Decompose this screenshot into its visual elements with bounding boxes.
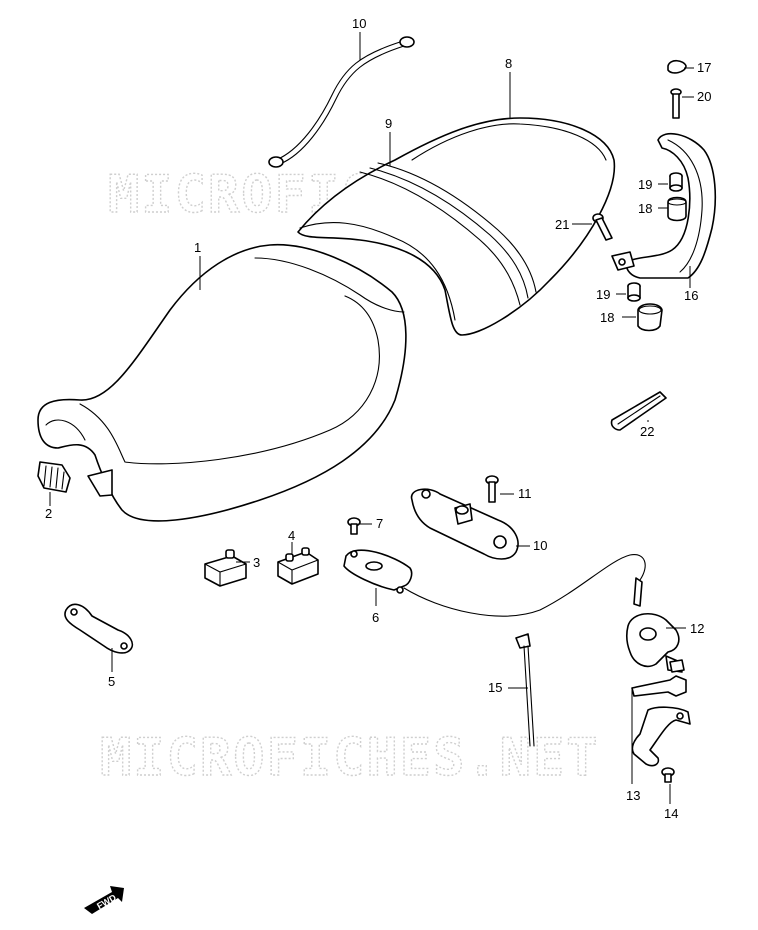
callout-7: 7 [376,516,383,531]
cushion-4 [277,547,319,585]
cap-17 [667,59,687,74]
bolt-20 [670,88,682,119]
key [631,659,687,697]
callout-9: 9 [385,116,392,131]
leader-lines [49,32,694,804]
callout-12: 12 [690,621,704,636]
callout-20: 20 [697,89,711,104]
screw-14 [661,767,675,783]
seat-bracket [64,603,134,654]
watermark-bottom: MICROFICHES.NET [100,728,600,788]
callout-19-top: 19 [638,177,652,192]
collar-19-bottom [627,282,641,302]
callout-1: 1 [194,240,201,255]
callout-21: 21 [555,217,569,232]
grommet-18-bottom [637,303,663,332]
forward-arrow-icon: FWD [84,886,124,914]
callout-4: 4 [288,528,295,543]
cushion-3 [204,549,247,587]
seat-tab [37,461,71,493]
callout-18-bottom: 18 [600,310,614,325]
callout-18-top: 18 [638,201,652,216]
callout-16: 16 [684,288,698,303]
pillion-seat [297,117,616,336]
ground-strap [268,36,415,168]
callout-22: 22 [640,424,654,439]
collar-19-top [669,172,683,192]
lock-bracket [410,488,519,560]
grommet-18-top [667,196,687,222]
bolt-11 [485,475,499,503]
callout-8: 8 [505,56,512,71]
callout-3: 3 [253,555,260,570]
seat-lock [343,549,646,617]
rider-seat [37,243,407,522]
callout-19-bottom: 19 [596,287,610,302]
callout-5: 5 [108,674,115,689]
screw-7 [347,517,361,535]
callout-13: 13 [626,788,640,803]
seat-strap [610,391,667,431]
callout-10-middle: 10 [533,538,547,553]
grab-rail [611,132,717,279]
bolt-21 [592,213,613,241]
callout-10-top: 10 [352,16,366,31]
callout-2: 2 [45,506,52,521]
callout-6: 6 [372,610,379,625]
cable-tie [515,633,535,747]
hook-bracket [631,706,691,767]
callout-17: 17 [697,60,711,75]
callout-15: 15 [488,680,502,695]
callout-14: 14 [664,806,678,821]
callout-11: 11 [518,486,532,501]
